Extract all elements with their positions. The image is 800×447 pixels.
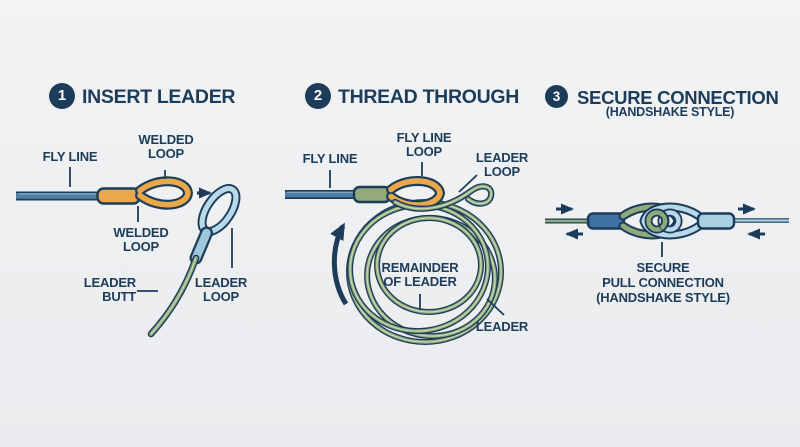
curved-arrow-icon: [330, 222, 349, 306]
welded-loop-bottom-label: WELDED LOOP: [113, 225, 169, 254]
panel3-subtitle: (HANDSHAKE STYLE): [605, 105, 735, 119]
panel1-title: INSERT LEADER: [82, 86, 236, 108]
panel1-callout-lines: [69, 167, 233, 292]
panel2-leader-through-loop: [391, 183, 495, 212]
fly-line-label-1: FLY LINE: [42, 149, 98, 164]
panel3-blue-loop: [639, 202, 736, 240]
panel2-fly-line: [285, 185, 392, 204]
panel1-leader-loop: [189, 184, 241, 265]
leader-label: LEADER: [475, 319, 529, 334]
fly-line-loop-label: FLY LINE LOOP: [396, 130, 452, 159]
welded-loop-top-label: WELDED LOOP: [138, 132, 194, 161]
fly-line-label-2: FLY LINE: [302, 151, 358, 166]
panel1-welded-loop: [96, 176, 194, 210]
remainder-of-leader-label: REMAINDER OF LEADER: [381, 260, 459, 289]
panel3-title: SECURE CONNECTION: [577, 87, 779, 108]
leader-loop-label-2: LEADER LOOP: [475, 150, 529, 179]
panel3-left-leader-line: [545, 212, 626, 230]
pull-direction-arrows: [556, 203, 765, 240]
step-3-badge: 3: [545, 85, 568, 108]
leader-butt-label: LEADER BUTT: [83, 275, 136, 304]
panel2-fly-line-loop: [386, 175, 446, 211]
panel1-fly-line: [16, 191, 100, 201]
panel2-callout-lines: [329, 162, 505, 316]
step-2-badge: 2: [305, 83, 331, 109]
step-1-badge: 1: [49, 83, 75, 109]
panel2-title: THREAD THROUGH: [338, 86, 520, 108]
panel3-interlock: [644, 208, 683, 234]
leader-loop-label-1: LEADER LOOP: [194, 275, 248, 304]
panel1-leader-butt: [147, 254, 200, 338]
secure-pull-connection-caption: SECURE PULL CONNECTION (HANDSHAKE STYLE): [596, 260, 730, 305]
